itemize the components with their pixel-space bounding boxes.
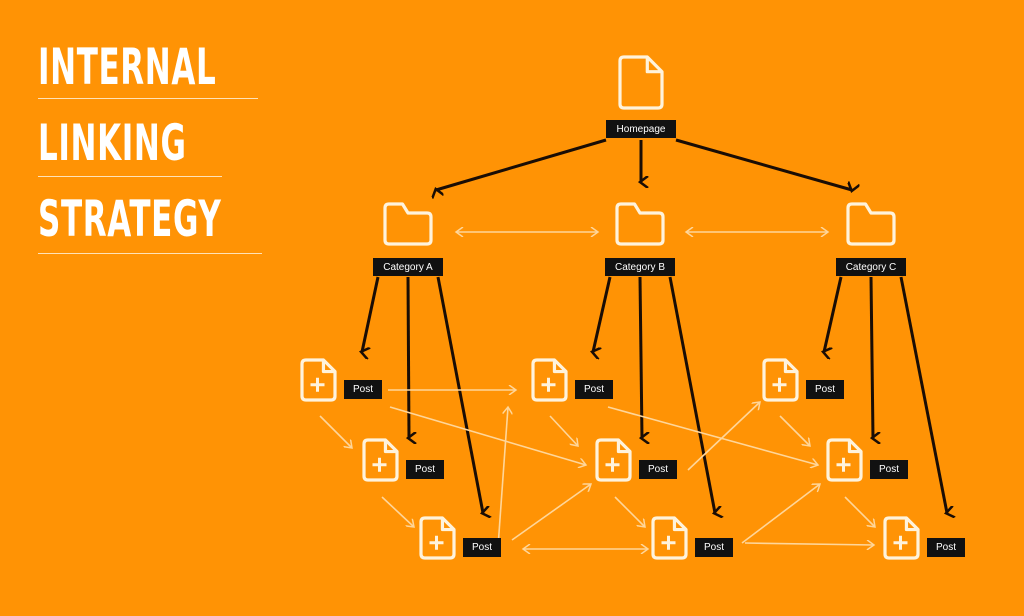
post-cross-link xyxy=(614,496,645,527)
post-cross-link xyxy=(607,406,818,465)
category-label[interactable]: Category B xyxy=(605,258,675,276)
post-label[interactable]: Post xyxy=(406,460,444,479)
post-label[interactable]: Post xyxy=(463,538,501,557)
post-label[interactable]: Post xyxy=(806,380,844,399)
post-label[interactable]: Post xyxy=(927,538,965,557)
post-file-icon xyxy=(419,516,456,560)
post-cross-link xyxy=(319,415,352,448)
post-cross-link xyxy=(389,406,586,465)
post-file-icon xyxy=(762,358,799,402)
title-line-3: STRATEGY xyxy=(38,190,222,248)
post-file-icon xyxy=(883,516,920,560)
post-cross-link xyxy=(381,496,414,527)
post-label[interactable]: Post xyxy=(639,460,677,479)
post-label[interactable]: Post xyxy=(695,538,733,557)
post-cross-link xyxy=(687,402,760,471)
post-file-icon xyxy=(651,516,688,560)
post-file-icon xyxy=(300,358,337,402)
post-file-icon xyxy=(595,438,632,482)
title-underline xyxy=(38,176,222,177)
title-underline xyxy=(38,98,258,99)
post-cross-link xyxy=(844,496,875,527)
hierarchy-link xyxy=(436,276,483,513)
title-underline xyxy=(38,253,262,254)
hierarchy-link xyxy=(675,138,852,190)
category-label[interactable]: Category A xyxy=(373,258,443,276)
homepage-file-icon xyxy=(618,55,664,110)
post-label[interactable]: Post xyxy=(870,460,908,479)
category-folder-icon xyxy=(383,202,433,246)
title-line-2: LINKING xyxy=(38,114,187,172)
post-file-icon xyxy=(362,438,399,482)
hierarchy-link xyxy=(408,276,409,438)
hierarchy-link xyxy=(362,276,380,352)
hierarchy-link xyxy=(436,138,607,190)
post-cross-link xyxy=(549,415,578,446)
hierarchy-link xyxy=(638,276,642,438)
post-file-icon xyxy=(531,358,568,402)
post-cross-link xyxy=(741,484,820,544)
category-folder-icon xyxy=(615,202,665,246)
homepage-label[interactable]: Homepage xyxy=(606,120,676,138)
hierarchy-link xyxy=(668,276,715,513)
post-file-icon xyxy=(826,438,863,482)
hierarchy-link xyxy=(869,276,873,438)
post-cross-link xyxy=(497,407,508,548)
hierarchy-link xyxy=(899,276,947,513)
post-cross-link xyxy=(744,543,874,545)
title-line-1: INTERNAL xyxy=(38,38,217,96)
category-label[interactable]: Category C xyxy=(836,258,906,276)
post-cross-link xyxy=(779,415,810,446)
post-cross-link xyxy=(511,484,591,541)
hierarchy-link xyxy=(824,276,843,352)
category-folder-icon xyxy=(846,202,896,246)
post-label[interactable]: Post xyxy=(344,380,382,399)
hierarchy-link xyxy=(593,276,612,352)
post-label[interactable]: Post xyxy=(575,380,613,399)
